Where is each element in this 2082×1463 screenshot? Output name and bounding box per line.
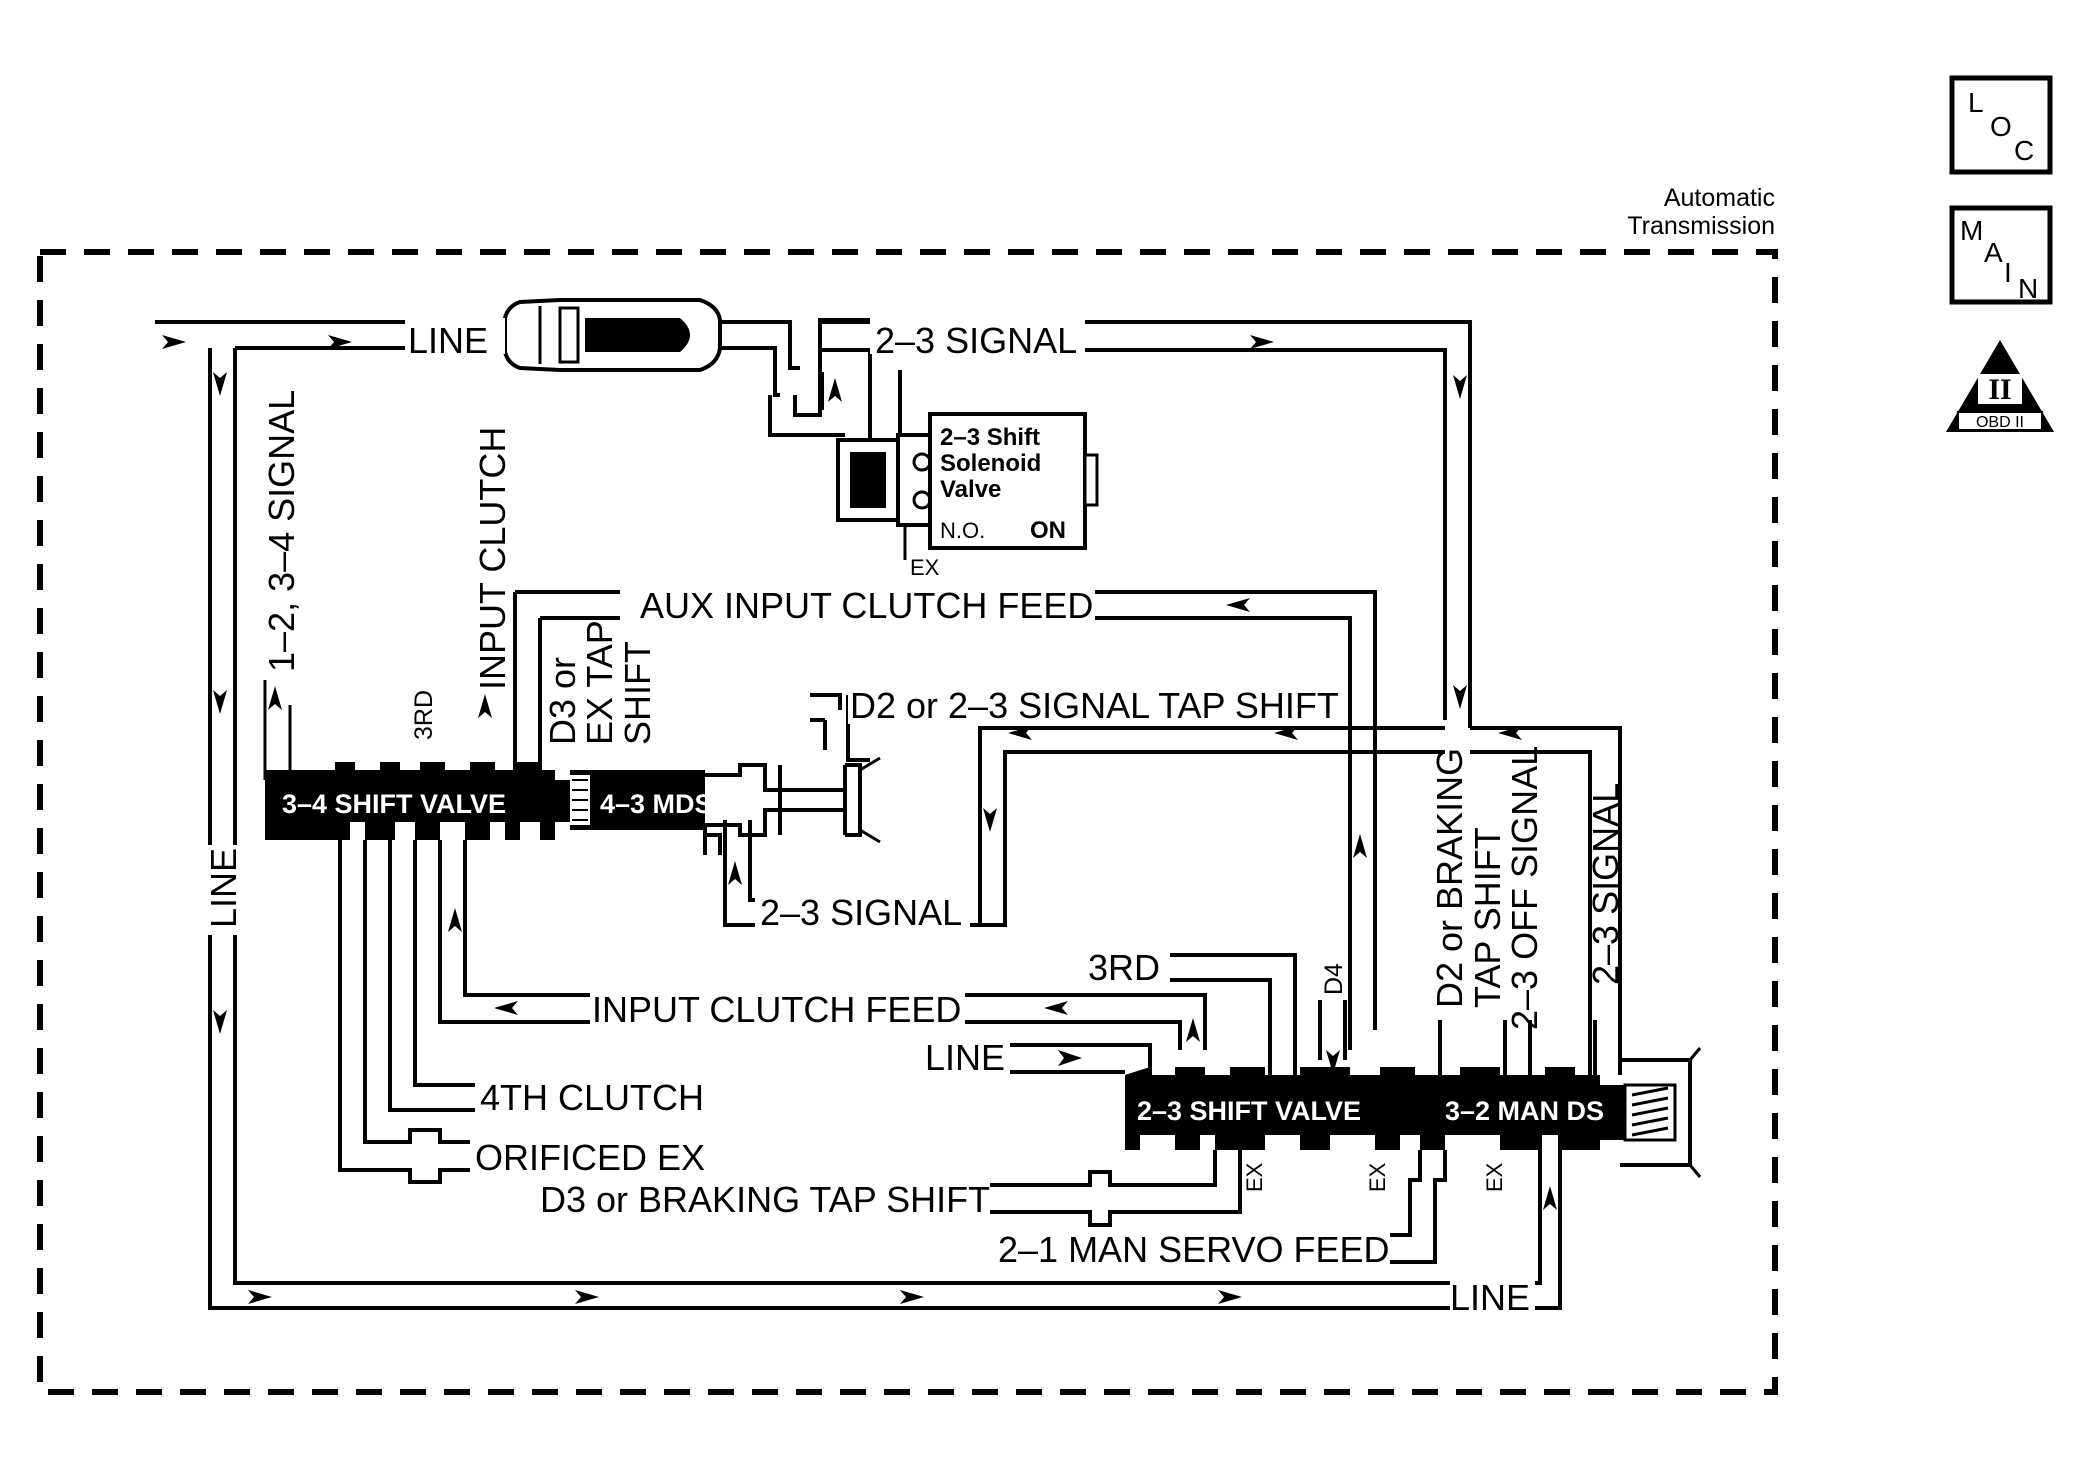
valve-23-label: 2–3 SHIFT VALVE [1137,1096,1361,1126]
svg-text:O: O [1990,111,2012,142]
solenoid-ex-label: EX [910,555,940,580]
circuit-labels: LINE 2–3 SIGNAL AUX INPUT CLUTCH FEED D2… [200,318,1626,1318]
solenoid-title-line1: 2–3 Shift [940,424,1040,451]
loc-icon[interactable]: L O C [1949,75,2053,175]
header-caption-line2: Transmission [1627,212,1775,240]
hydraulic-lines [155,318,1702,1310]
label-23-off-signal: 2–3 OFF SIGNAL [1504,746,1545,1030]
header-caption-line1: Automatic [1664,184,1775,212]
label-line-vertical: LINE [203,848,244,928]
label-ex-1: EX [1242,1162,1267,1192]
svg-text:A: A [1984,237,2003,268]
label-d4: D4 [1320,963,1348,995]
line-filter [503,298,722,372]
label-d2-or-braking-1: D2 or BRAKING [1429,748,1470,1008]
label-input-clutch: INPUT CLUTCH [472,427,513,690]
man-ds-32-label: 3–2 MAN DS [1445,1096,1604,1126]
solenoid-state-label: ON [1030,517,1066,544]
valve-body-23 [1125,1067,1677,1150]
label-d3-or-ex-tap-shift-2: EX TAP [579,620,620,745]
label-orificed-ex: ORIFICED EX [475,1137,705,1178]
valve-body-34 [265,756,881,855]
valve-34-label: 3–4 SHIFT VALVE [282,789,506,819]
label-d3-or-ex-tap-shift-3: SHIFT [617,641,658,745]
main-icon[interactable]: M A I N [1949,205,2053,305]
label-aux-input-clutch-feed: AUX INPUT CLUTCH FEED [640,585,1093,626]
svg-text:M: M [1960,215,1983,246]
label-d2-or-braking-2: TAP SHIFT [1467,827,1508,1008]
mds-43-label: 4–3 MDS [600,789,713,819]
label-ex-3: EX [1482,1162,1507,1192]
svg-text:L: L [1968,87,1984,118]
svg-text:N: N [2018,273,2038,304]
label-line-mid: LINE [925,1037,1005,1078]
label-d3-or-braking-tap-shift: D3 or BRAKING TAP SHIFT [540,1179,990,1220]
obd-ii-icon[interactable]: II OBD II [1946,340,2054,432]
label-d3-or-ex-tap-shift-1: D3 or [542,657,583,745]
svg-text:C: C [2014,135,2034,166]
svg-text:OBD II: OBD II [1976,414,2024,431]
flow-arrows [162,335,1557,1304]
label-23-signal-mid: 2–3 SIGNAL [760,892,962,933]
label-ex-2: EX [1365,1162,1390,1192]
label-23-signal-right: 2–3 SIGNAL [1585,783,1626,985]
solenoid-no-label: N.O. [940,518,985,543]
svg-text:II: II [1988,373,2011,406]
label-12-34-signal: 1–2, 3–4 SIGNAL [261,390,302,672]
label-4th-clutch: 4TH CLUTCH [480,1077,704,1118]
label-line-bottom: LINE [1450,1277,1530,1318]
solenoid-title-line2: Solenoid [940,450,1041,477]
label-23-signal-top: 2–3 SIGNAL [875,320,1077,361]
system-boundary-frame [37,249,1778,1395]
label-line-top: LINE [408,320,488,361]
solenoid-title-line3: Valve [940,476,1001,503]
label-input-clutch-feed: INPUT CLUTCH FEED [592,989,961,1030]
label-3rd-upper: 3RD [410,690,438,740]
label-3rd-mid: 3RD [1088,947,1160,988]
solenoid-valve-23: 2–3 Shift Solenoid Valve N.O. ON EX [836,412,1099,580]
svg-text:I: I [2004,257,2012,288]
label-21-man-servo-feed: 2–1 MAN SERVO FEED [998,1229,1389,1270]
label-d2-or-23-signal-tap-shift: D2 or 2–3 SIGNAL TAP SHIFT [850,685,1339,726]
